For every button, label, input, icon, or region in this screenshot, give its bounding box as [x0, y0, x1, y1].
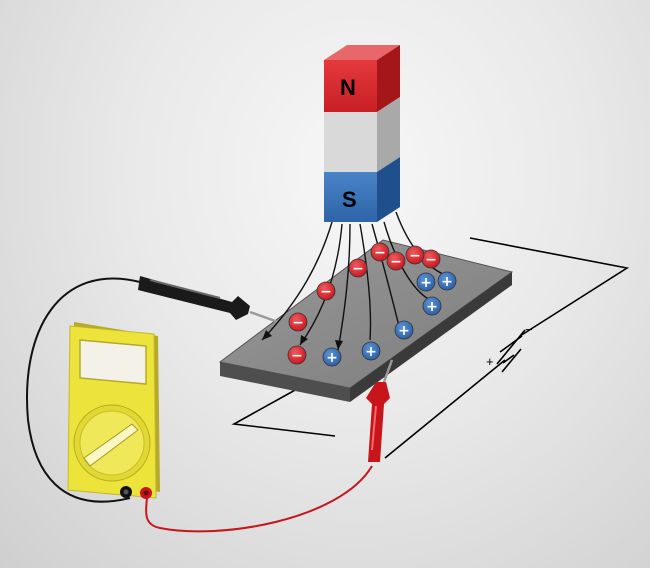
positive-charge: + [422, 296, 442, 316]
positive-sign: + [365, 344, 377, 360]
positive-charge: + [394, 320, 414, 340]
negative-sign: − [390, 254, 402, 270]
negative-charge: − [348, 258, 368, 278]
negative-charge: − [316, 281, 336, 301]
south-pole-label: S [342, 187, 357, 212]
positive-sign: + [420, 275, 432, 291]
north-pole-label: N [340, 75, 356, 100]
dial-knob [83, 423, 139, 467]
positive-sign: + [398, 323, 410, 339]
positive-sign: + [426, 299, 438, 315]
positive-sign: + [441, 274, 453, 290]
positive-charge: + [322, 347, 342, 367]
red-lead-wire [145, 465, 373, 533]
charges-layer: −−−−−−−−++++++ [287, 242, 457, 367]
negative-sign: − [320, 284, 332, 300]
negative-charge: − [288, 312, 308, 332]
negative-sign: − [352, 261, 364, 277]
multimeter-display [79, 339, 147, 385]
positive-charge: + [416, 272, 436, 292]
red-probe [366, 359, 394, 462]
multimeter [67, 322, 160, 499]
negative-charge: − [386, 251, 406, 271]
positive-charge: + [437, 271, 457, 291]
positive-charge: + [361, 341, 381, 361]
circuit-wire [231, 237, 630, 459]
negative-charge: − [421, 249, 441, 269]
negative-charge: − [370, 242, 390, 262]
negative-sign: − [374, 245, 386, 261]
battery-symbol [496, 329, 526, 373]
negative-charge: − [287, 345, 307, 365]
negative-charge: − [405, 245, 425, 265]
negative-sign: − [292, 315, 304, 331]
negative-sign: − [409, 248, 421, 264]
negative-sign: − [425, 252, 437, 268]
battery-minus-label: − [525, 322, 533, 337]
battery-plus-label: + [486, 354, 494, 369]
positive-sign: + [326, 350, 338, 366]
black-probe [138, 276, 279, 324]
field-line-arrows [262, 330, 343, 350]
bar-magnet [324, 45, 400, 222]
black-lead-wire [26, 277, 141, 503]
negative-sign: − [291, 348, 303, 364]
